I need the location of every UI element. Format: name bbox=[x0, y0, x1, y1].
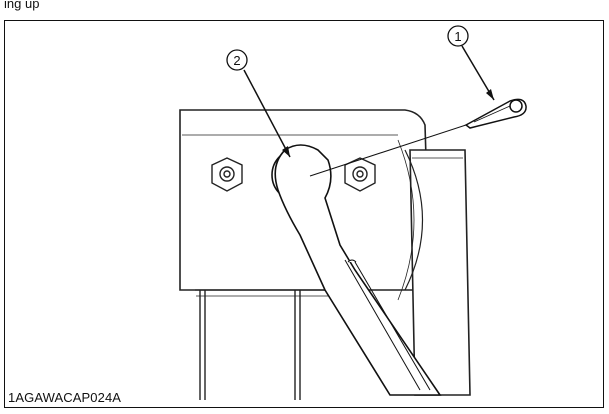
callout-2: 2 bbox=[226, 49, 291, 158]
cotter-pin-icon bbox=[309, 98, 527, 177]
figure-code: 1AGAWACAP024A bbox=[8, 390, 122, 405]
left-nut bbox=[211, 157, 243, 192]
callout-1-number: 1 bbox=[454, 29, 461, 44]
callout-2-number: 2 bbox=[233, 53, 240, 68]
figure-frame bbox=[4, 20, 604, 408]
callout-1: 1 bbox=[447, 25, 495, 101]
wrench-icon bbox=[274, 144, 442, 396]
right-nut bbox=[344, 157, 376, 192]
header-partial-text: ing up bbox=[4, 0, 40, 11]
